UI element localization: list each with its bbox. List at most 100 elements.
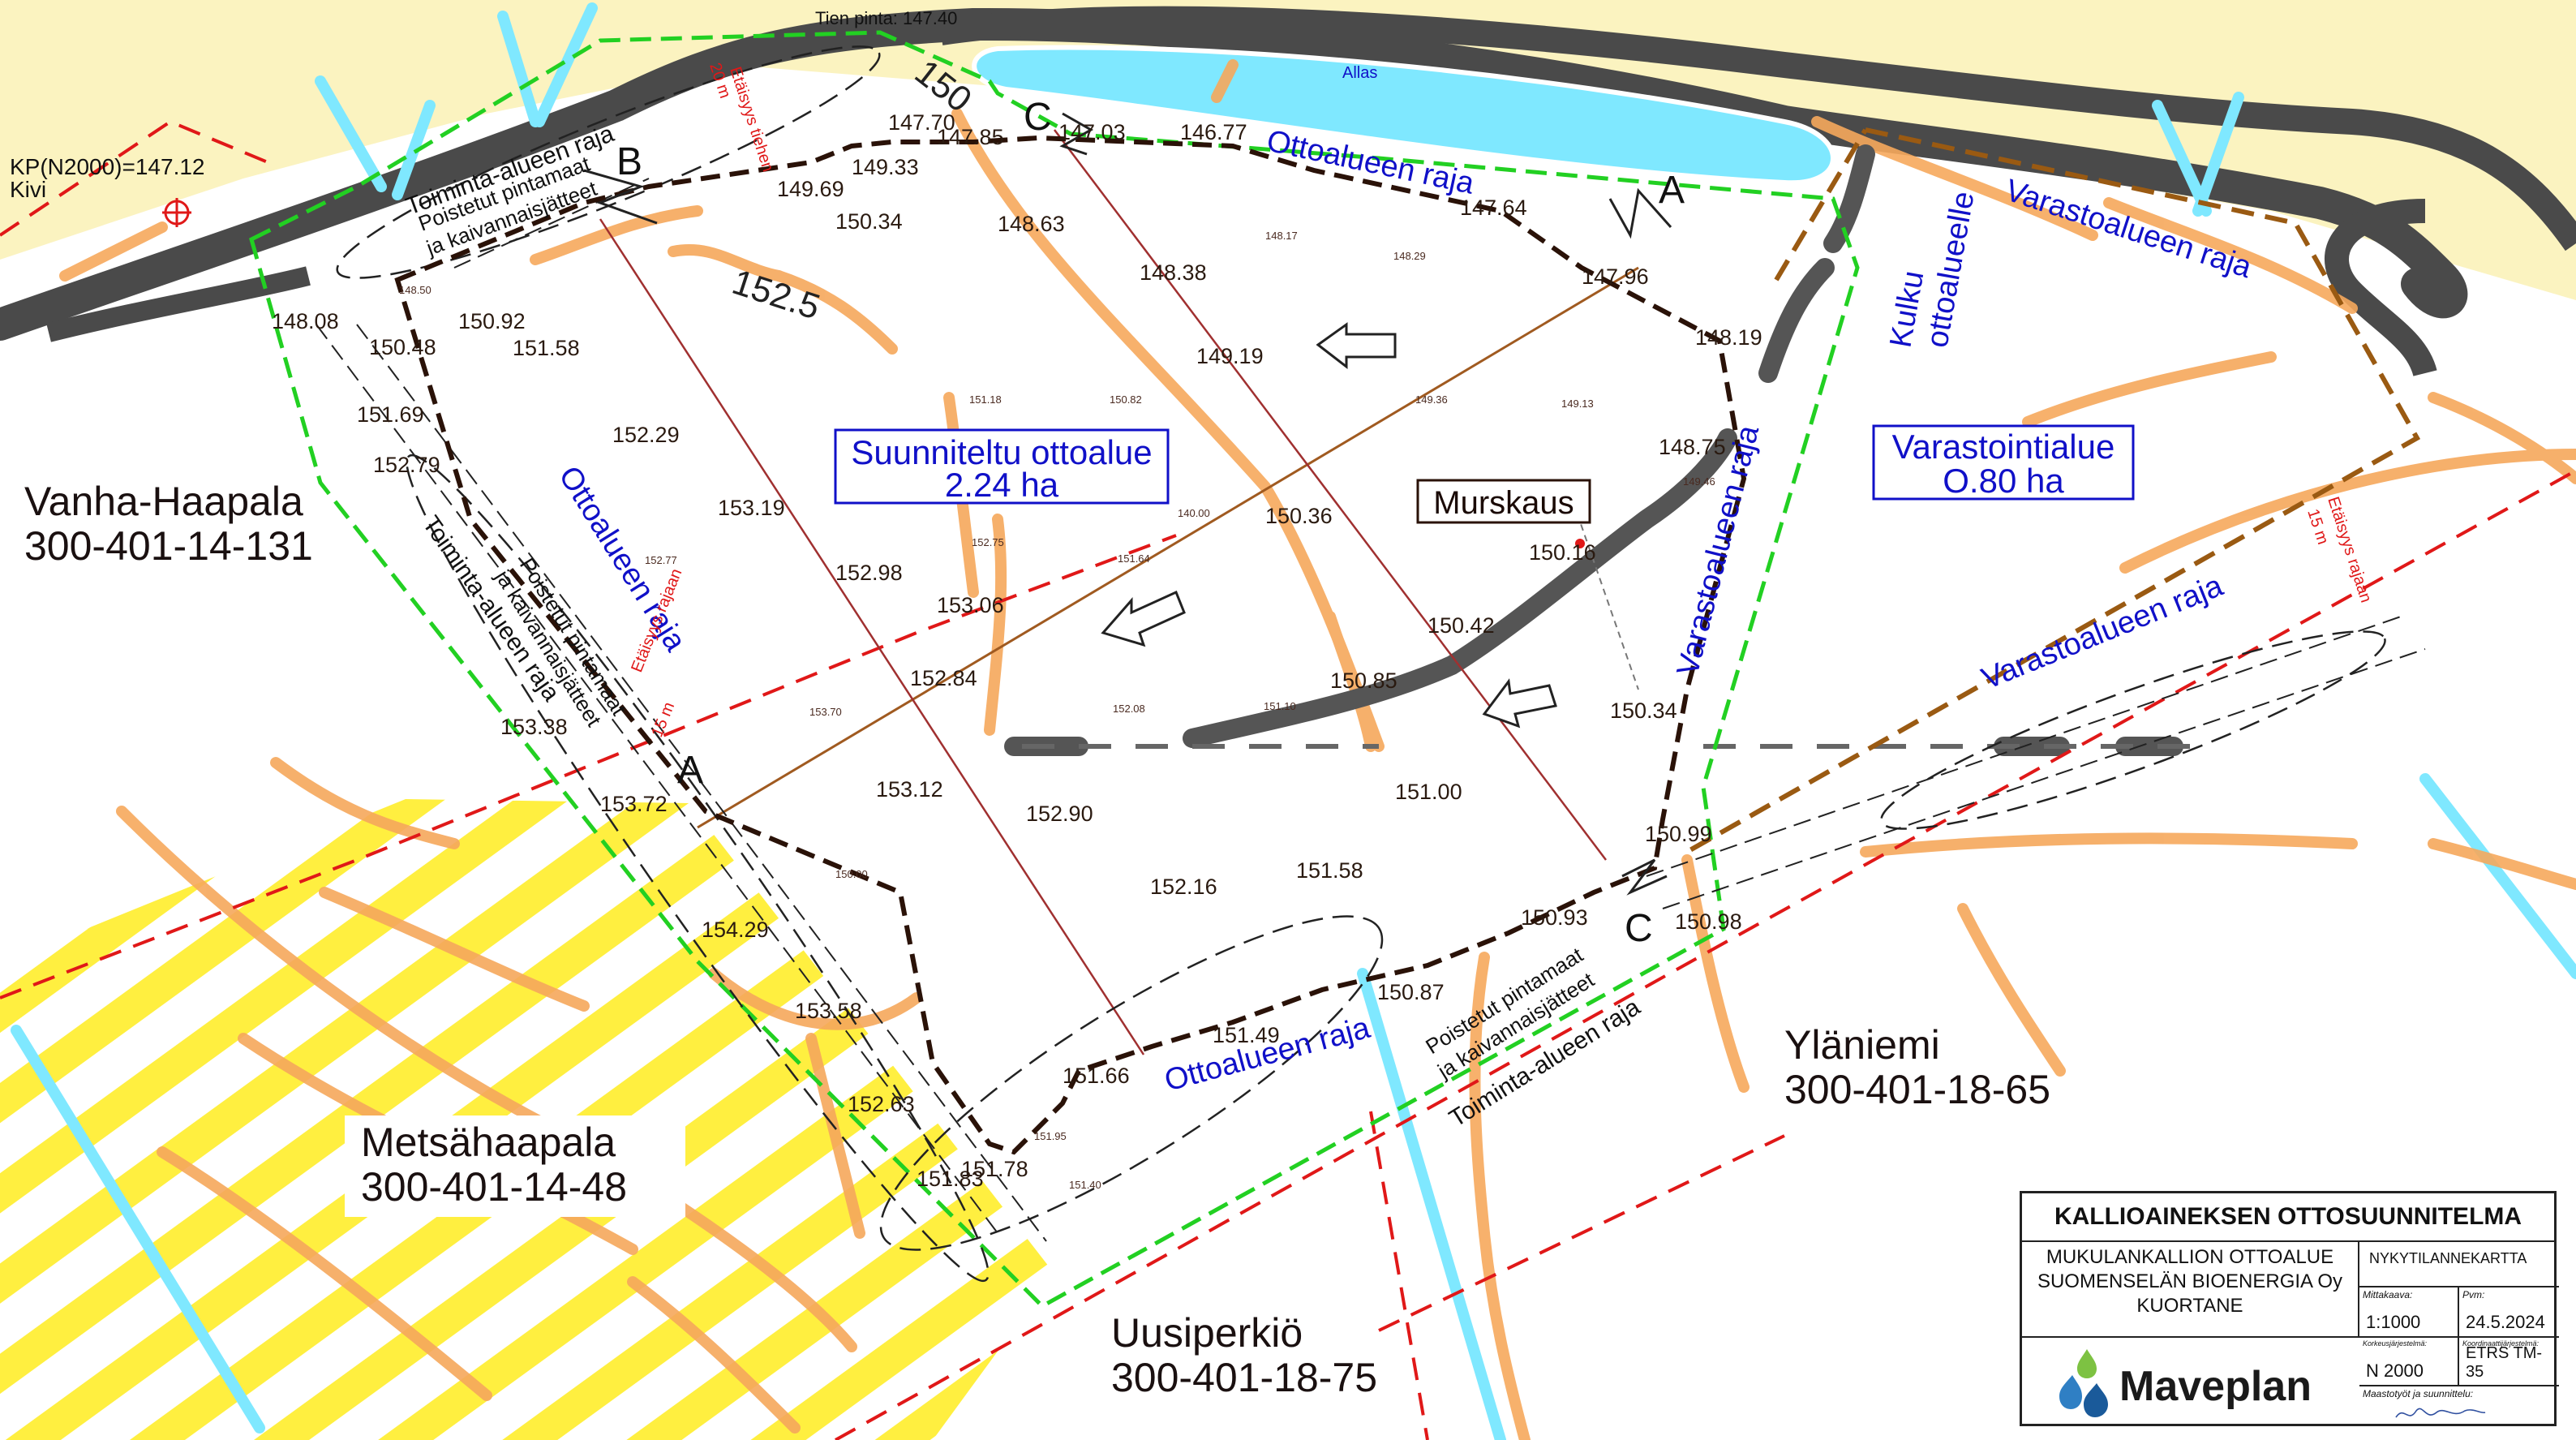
- date-label: Pvm:: [2462, 1289, 2485, 1300]
- svg-text:148.63: 148.63: [998, 212, 1065, 236]
- svg-text:147.70: 147.70: [888, 110, 955, 135]
- svg-text:147.85: 147.85: [937, 125, 1004, 149]
- logo-drops-icon: [2059, 1349, 2108, 1417]
- svg-text:151.78: 151.78: [961, 1157, 1028, 1181]
- parcel-uusiperkio-id: 300-401-18-75: [1111, 1355, 1377, 1400]
- scale-cell: Mittakaava: 1:1000: [2359, 1287, 2459, 1338]
- svg-text:151.95: 151.95: [1034, 1130, 1067, 1142]
- svg-text:150.42: 150.42: [1428, 613, 1495, 638]
- crushing-box: [1416, 479, 1591, 524]
- svg-text:148.19: 148.19: [1695, 325, 1762, 350]
- contour-lines: [59, 59, 2576, 1440]
- ottoalue-boundary[interactable]: [394, 135, 1747, 1155]
- benchmark-symbol: [162, 198, 191, 227]
- svg-text:153.19: 153.19: [718, 496, 785, 520]
- parcel-metsahaapala-id: 300-401-14-48: [361, 1164, 627, 1210]
- coord-system-cell: Koordinaattijärjestelmä: ETRS TM-35: [2459, 1338, 2559, 1386]
- planned-area-line1: Suunniteltu ottoalue: [851, 433, 1152, 471]
- date-cell: Pvm: 24.5.2024: [2459, 1287, 2559, 1338]
- svg-text:149.69: 149.69: [777, 177, 844, 201]
- svg-text:149.46: 149.46: [1683, 475, 1715, 488]
- svg-text:147.64: 147.64: [1460, 196, 1527, 220]
- height-system-label: Korkeusjärjestelmä:: [2363, 1339, 2428, 1348]
- parcel-vanha-haapala-id: 300-401-14-131: [24, 523, 313, 569]
- title-block-project: MUKULANKALLION OTTOALUE SUOMENSELÄN BIOE…: [2022, 1240, 2359, 1338]
- svg-text:152.16: 152.16: [1150, 875, 1217, 899]
- section-letter-c-bottom: C: [1625, 907, 1653, 950]
- direction-arrows: [1101, 322, 1557, 729]
- crushing-label: Murskaus: [1433, 485, 1574, 521]
- title-block-title: KALLIOAINEKSEN OTTOSUUNNITELMA: [2022, 1193, 2554, 1242]
- property-lines: [0, 119, 2576, 1440]
- svg-text:151.58: 151.58: [513, 336, 580, 360]
- coord-system-label: Koordinaattijärjestelmä:: [2462, 1339, 2540, 1348]
- svg-text:152.08: 152.08: [1113, 703, 1145, 715]
- svg-text:150.93: 150.93: [1521, 905, 1588, 930]
- svg-text:150.99: 150.99: [1645, 822, 1712, 846]
- svg-text:148.50: 148.50: [399, 284, 431, 296]
- parcel-vanha-haapala-name: Vanha-Haapala: [24, 479, 303, 524]
- project-line2: SUOMENSELÄN BIOENERGIA Oy: [2037, 1270, 2343, 1292]
- parcel-metsahaapala-name: Metsähaapala: [361, 1120, 616, 1165]
- benchmark-line1: KP(N2000)=147.12: [10, 154, 205, 179]
- svg-text:151.69: 151.69: [357, 402, 424, 427]
- svg-text:147.96: 147.96: [1582, 264, 1649, 289]
- company-logo: Maveplan: [2022, 1338, 2359, 1429]
- distance-note-right-2: 15 m: [2303, 507, 2332, 547]
- elevation-labels-small: 148.17 148.29 148.50 151.18 150.82 149.3…: [399, 230, 1715, 1191]
- svg-text:152.75: 152.75: [972, 536, 1004, 548]
- map-type-cell: NYKYTILANNEKARTTA: [2359, 1240, 2559, 1287]
- svg-text:152.79: 152.79: [373, 453, 440, 477]
- svg-text:151.49: 151.49: [1213, 1023, 1280, 1047]
- svg-text:150.82: 150.82: [1110, 393, 1142, 406]
- pond-label: Allas: [1342, 64, 1377, 82]
- svg-text:152.90: 152.90: [1026, 802, 1093, 826]
- section-letter-a-left: A: [677, 749, 703, 792]
- section-break-marks: [583, 112, 1672, 896]
- svg-text:150.34: 150.34: [1610, 699, 1677, 723]
- road-spur: [2325, 199, 2437, 377]
- svg-text:153.06: 153.06: [937, 593, 1004, 617]
- parcel-metsahaapala-bg: [345, 1115, 685, 1217]
- svg-text:153.70: 153.70: [809, 706, 842, 718]
- distance-note-top-1: Etäisyys tiehen: [726, 65, 776, 174]
- surveyor-label: Maastotyöt ja suunnittelu:: [2363, 1388, 2474, 1399]
- section-lines: [599, 129, 1639, 1055]
- water-lines: [11, 2, 2576, 1440]
- svg-text:151.66: 151.66: [1063, 1064, 1130, 1088]
- pond: [972, 45, 1835, 186]
- benchmark-line2: Kivi: [10, 177, 46, 202]
- svg-text:150.16: 150.16: [1529, 540, 1596, 565]
- planned-area-line2: 2.24 ha: [945, 466, 1059, 504]
- svg-text:149.33: 149.33: [852, 155, 919, 179]
- road-top-label: Tien pinta: 147.40: [815, 8, 957, 28]
- svg-text:153.38: 153.38: [500, 715, 568, 739]
- svg-text:152.29: 152.29: [612, 423, 680, 447]
- svg-text:150.48: 150.48: [369, 335, 436, 359]
- coord-system-value: ETRS TM-35: [2466, 1344, 2543, 1381]
- distance-note-right-1: Etäisyys rajaan: [2324, 495, 2375, 605]
- toiminta-alue-boundary: [249, 30, 1860, 1309]
- svg-text:151.18: 151.18: [969, 393, 1002, 406]
- svg-text:149.13: 149.13: [1561, 398, 1594, 410]
- company-name: Maveplan: [2119, 1363, 2312, 1410]
- parcel-ylaniemi-name: Yläniemi: [1784, 1022, 1940, 1068]
- scale-value: 1:1000: [2366, 1312, 2421, 1332]
- scale-label: Mittakaava:: [2363, 1289, 2413, 1300]
- svg-text:153.12: 153.12: [876, 777, 943, 802]
- crushing-point: [1575, 539, 1585, 548]
- svg-text:151.00: 151.00: [1395, 780, 1462, 804]
- svg-text:152.84: 152.84: [910, 666, 977, 690]
- title-block-meta: NYKYTILANNEKARTTA Mittakaava: 1:1000 Pvm…: [2359, 1240, 2559, 1429]
- parcel-ylaniemi-id: 300-401-18-65: [1784, 1067, 2050, 1112]
- label-kulku-2: ottoalueelle: [1921, 189, 1981, 350]
- elevation-labels: 147.70 147.85 147.03 146.77 149.33 149.6…: [272, 110, 1762, 1191]
- svg-text:151.58: 151.58: [1296, 858, 1363, 883]
- svg-text:148.75: 148.75: [1659, 435, 1726, 459]
- svg-text:148.29: 148.29: [1393, 250, 1426, 262]
- svg-text:153.58: 153.58: [795, 999, 862, 1023]
- surveyor-cell: Maastotyöt ja suunnittelu:: [2359, 1386, 2559, 1429]
- svg-text:150.92: 150.92: [458, 309, 526, 333]
- label-varastoalue-bottom: Varastoalueen raja: [1977, 569, 2229, 697]
